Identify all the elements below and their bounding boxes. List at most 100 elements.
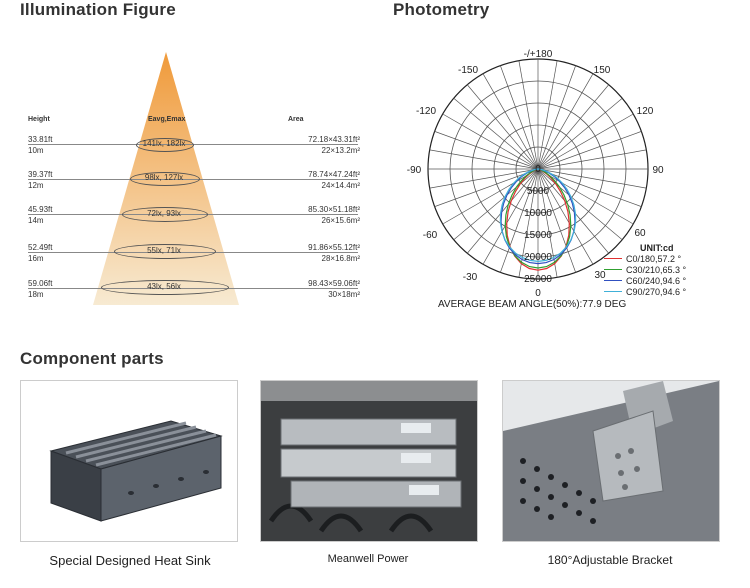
row-area-m: 28×16.8m²	[321, 254, 360, 263]
intensity-curve-3	[499, 168, 577, 263]
illumination-figure: Height Eavg,Emax Area 33.81ft 10m 141lx,…	[0, 0, 380, 320]
angle-label-p60: 60	[634, 228, 646, 239]
lux-ellipse	[130, 172, 200, 186]
polar-spoke	[429, 168, 539, 189]
angle-label-n150: -150	[458, 65, 478, 76]
power-supply-label: Meanwell Power	[327, 553, 409, 565]
row-height-m: 18m	[28, 290, 44, 299]
row-lux: 72lx, 93lx	[147, 209, 181, 218]
radial-label-15000: 15000	[524, 230, 552, 241]
legend-swatch	[604, 258, 622, 259]
legend-unit: UNIT:cd	[640, 243, 674, 253]
polar-spoke	[537, 131, 642, 170]
polar-curves	[499, 168, 577, 271]
illumination-figure-title: Illumination Figure	[20, 0, 176, 19]
angle-label-p120: 120	[637, 106, 654, 117]
polar-spoke	[537, 168, 634, 225]
lux-ellipse	[114, 244, 216, 259]
legend-swatch	[604, 291, 622, 292]
polar-spoke	[537, 168, 576, 273]
photometry-polar-chart: -/+180 -150 150 -120 120 -90 90 -60 60 -…	[407, 49, 664, 299]
row-height-ft: 45.93ft	[28, 205, 53, 214]
row-area-m: 26×15.6m²	[321, 216, 360, 225]
row-area-m: 30×18m²	[328, 290, 360, 299]
polar-spoke	[467, 168, 539, 254]
light-cone	[93, 52, 239, 305]
photometry-legend: UNIT:cd C0/180,57.2 ° C30/210,65.3 ° C60…	[604, 243, 686, 297]
polar-spoke	[537, 113, 634, 170]
legend-swatch	[604, 280, 622, 281]
intensity-curve-1	[504, 168, 572, 269]
bracket-image	[502, 380, 720, 542]
beam-angle-text: AVERAGE BEAM ANGLE(50%):77.9 DEG	[438, 299, 627, 310]
polar-spoke	[537, 149, 647, 170]
polar-spoke	[537, 168, 594, 265]
legend-item: C60/240,94.6 °	[604, 275, 686, 286]
legend-label: C30/210,65.3 °	[626, 264, 687, 275]
polar-spoke	[518, 60, 539, 170]
angle-label-n90: -90	[407, 165, 422, 176]
row-height-ft: 33.81ft	[28, 135, 53, 144]
polar-spoke	[482, 168, 539, 265]
polar-spoke	[429, 149, 539, 170]
polar-spoke	[537, 168, 642, 207]
lux-ellipse	[136, 138, 194, 152]
row-area-ft: 78.74×47.24ft²	[308, 170, 360, 179]
legend-label: C0/180,57.2 °	[626, 253, 682, 264]
row-lux: 141lx, 182lx	[142, 139, 186, 148]
row-height-m: 12m	[28, 181, 44, 190]
intensity-curve-2	[500, 168, 576, 265]
heat-sink-image	[20, 380, 238, 542]
row-area-ft: 72.18×43.31ft²	[308, 135, 360, 144]
lux-ellipse	[122, 207, 208, 222]
row-area-ft: 91.86×55.12ft²	[308, 243, 360, 252]
area-header: Area	[288, 116, 304, 123]
row-height-ft: 39.37ft	[28, 170, 53, 179]
polar-spoke	[537, 84, 609, 170]
polar-spoke	[537, 168, 623, 240]
heat-sink-label: Special Designed Heat Sink	[49, 553, 211, 568]
row-height-ft: 52.49ft	[28, 243, 53, 252]
polar-spoke	[453, 98, 539, 170]
polar-spoke	[434, 131, 539, 170]
row-height-ft: 59.06ft	[28, 279, 53, 288]
row-area-ft: 98.43×59.06ft²	[308, 279, 360, 288]
row-area-m: 22×13.2m²	[321, 146, 360, 155]
polar-spoke	[482, 73, 539, 170]
radial-label-5000: 5000	[527, 186, 550, 197]
polar-spoke	[500, 168, 539, 273]
row-lux: 43lx, 56lx	[147, 282, 181, 291]
radial-label-25000: 25000	[524, 274, 552, 285]
legend-swatch	[604, 269, 622, 270]
row-area-m: 24×14.4m²	[321, 181, 360, 190]
polar-spoke	[442, 113, 539, 170]
row-lux: 55lx, 71lx	[147, 246, 181, 255]
angle-label-n60: -60	[423, 230, 438, 241]
row-height-m: 14m	[28, 216, 44, 225]
polar-spoke	[442, 168, 539, 225]
legend-label: C60/240,94.6 °	[626, 275, 687, 286]
legend-item: C30/210,65.3 °	[604, 264, 686, 275]
angle-label-n30: -30	[463, 272, 478, 283]
polar-spoke	[500, 65, 539, 170]
row-lux: 98lx, 127lx	[144, 173, 184, 182]
polar-spoke	[537, 60, 558, 170]
polar-spoke	[537, 168, 609, 254]
polar-spoke	[537, 73, 594, 170]
row-area-ft: 85.30×51.18ft²	[308, 205, 360, 214]
polar-spoke	[537, 168, 647, 189]
lux-ellipse	[101, 280, 229, 295]
polar-grid	[427, 58, 649, 280]
radial-label-10000: 10000	[524, 208, 552, 219]
polar-spoke	[537, 98, 623, 170]
lux-header: Eavg,Emax	[148, 116, 186, 123]
height-header: Height	[28, 116, 50, 123]
legend-item: C0/180,57.2 °	[604, 253, 686, 264]
bracket-label: 180°Adjustable Bracket	[547, 553, 673, 567]
polar-spoke	[453, 168, 539, 240]
angle-label-0: 0	[535, 288, 541, 299]
angle-label-n120: -120	[416, 106, 436, 117]
angle-label-180: -/+180	[524, 49, 553, 60]
intensity-curve-0	[506, 168, 570, 271]
legend-item: C90/270,94.6 °	[604, 286, 686, 297]
